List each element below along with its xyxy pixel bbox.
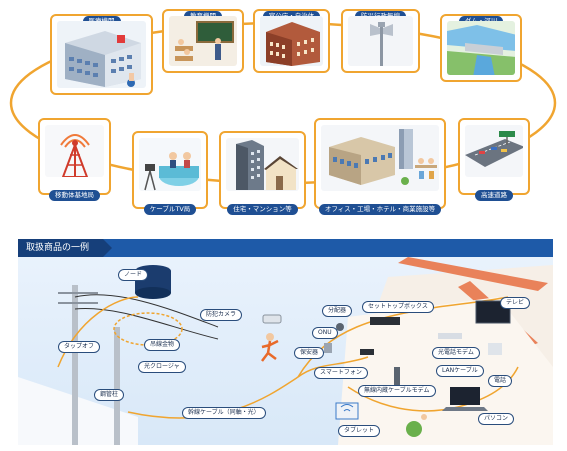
card-office: オフィス・工場・ホテル・商業施設等 (314, 118, 446, 215)
card-office-label: オフィス・工場・ホテル・商業施設等 (318, 204, 442, 215)
label-optical-modem: 光電話モデム (432, 347, 480, 359)
highway-illustration (465, 125, 523, 177)
card-education: 教育機関 (162, 9, 244, 73)
label-hanger: 吊線金物 (144, 339, 181, 351)
label-splitter: 分配器 (322, 305, 353, 317)
card-mobile: 移動体基地局 (38, 118, 111, 201)
label-pipe: 鋼管柱 (94, 389, 125, 401)
card-medical: 医療機関 (50, 14, 153, 95)
card-dam: ダム・河川 (440, 14, 522, 82)
card-mobile-label: 移動体基地局 (49, 190, 100, 201)
label-tablet: タブレット (338, 425, 381, 437)
label-lan-cable: LANケーブル (436, 365, 484, 377)
label-tapoff: タップオフ (58, 341, 101, 353)
products-title: 取扱商品の一例 (18, 239, 113, 257)
classroom-illustration (169, 16, 237, 66)
card-housing: 住宅・マンション等 (219, 131, 306, 215)
loudspeaker-pole-illustration (348, 16, 413, 66)
dam-illustration (447, 21, 515, 75)
card-government: 官公庁・自治体 (253, 9, 330, 73)
label-camera: 防犯カメラ (200, 309, 243, 321)
label-node: ノード (118, 269, 149, 281)
label-onu: ONU (312, 327, 338, 339)
label-stb: セットトップボックス (362, 301, 434, 313)
tv-studio-illustration (139, 138, 201, 191)
label-phone: 電話 (488, 375, 513, 387)
card-cabletv: ケーブルTV局 (132, 131, 208, 215)
products-header: 取扱商品の一例 (18, 239, 553, 257)
card-highway-label: 高速道路 (475, 190, 513, 201)
government-building-illustration (260, 16, 323, 66)
housing-illustration (226, 138, 299, 191)
label-protector: 保安器 (294, 347, 325, 359)
card-highway: 高速道路 (458, 118, 530, 201)
office-illustration (321, 125, 439, 191)
label-wireless-modem: 無線内蔵ケーブルモデム (358, 385, 436, 397)
card-disaster: 防災行政無線 (341, 9, 420, 73)
label-tv: テレビ (500, 297, 531, 309)
card-housing-label: 住宅・マンション等 (227, 204, 298, 215)
cell-tower-illustration (45, 125, 104, 177)
products-area: ノード タップオフ 吊線金物 光クロージャ 鋼管柱 防犯カメラ 幹線ケーブル（同… (18, 257, 553, 445)
label-pc: パソコン (478, 413, 515, 425)
hospital-illustration (57, 21, 146, 88)
label-smartphone: スマートフォン (314, 367, 368, 379)
label-closure: 光クロージャ (138, 361, 186, 373)
label-trunk-cable: 幹線ケーブル（同軸・光） (182, 407, 266, 419)
card-cabletv-label: ケーブルTV局 (143, 204, 197, 215)
